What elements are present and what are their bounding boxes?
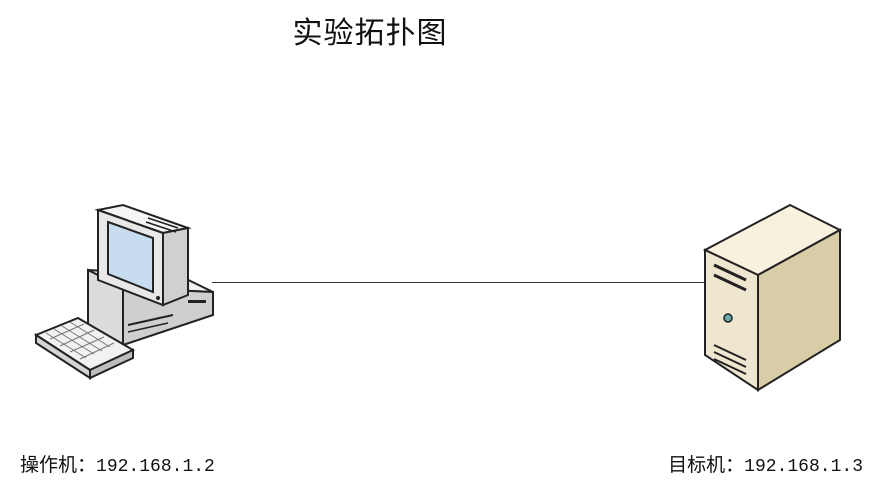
operator-separator: ： — [77, 454, 97, 476]
operator-name: 操作机 — [20, 454, 78, 476]
server-tower-icon — [702, 203, 843, 392]
target-separator: ： — [725, 454, 745, 476]
target-name: 目标机 — [668, 454, 726, 476]
operator-ip: 192.168.1.2 — [96, 457, 215, 477]
target-label: 目标机：192.168.1.3 — [668, 450, 863, 477]
target-ip: 192.168.1.3 — [744, 457, 863, 477]
connection-line — [212, 282, 706, 283]
desktop-computer-icon — [33, 203, 214, 380]
operator-label: 操作机：192.168.1.2 — [20, 450, 215, 477]
diagram-title: 实验拓扑图 — [292, 16, 448, 51]
